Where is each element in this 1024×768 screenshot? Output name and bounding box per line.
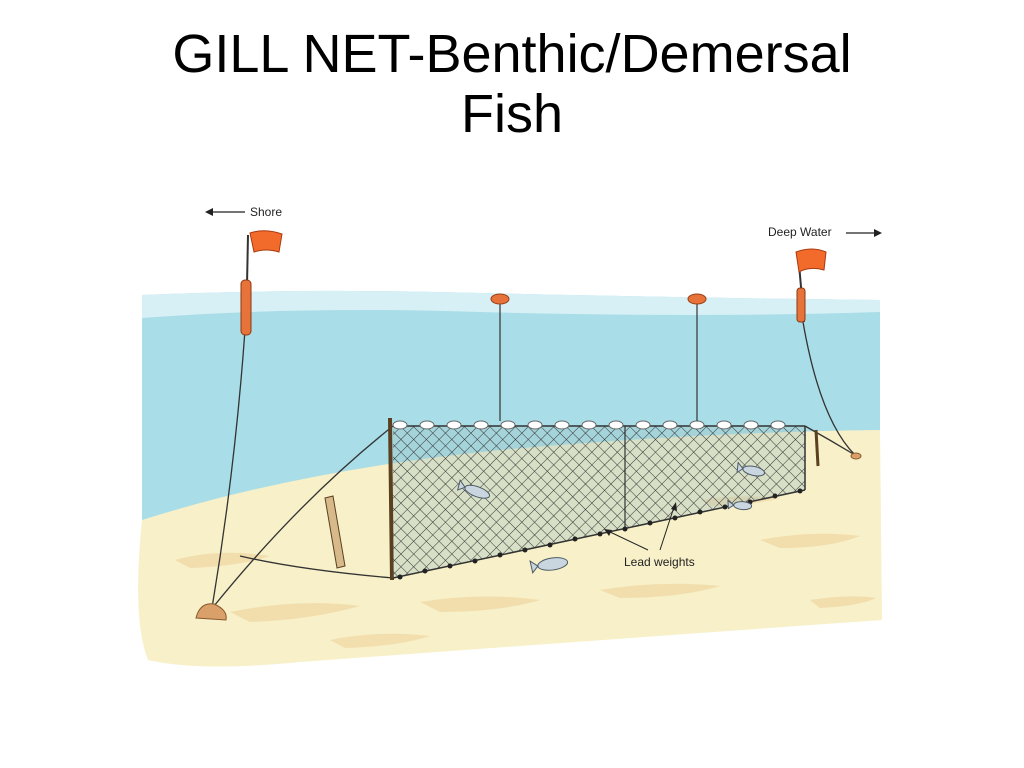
fish-icon [529, 557, 569, 575]
lead-weights-label-group: Lead weights [604, 502, 695, 569]
arrow-left-icon [205, 208, 213, 216]
lead-weights [397, 488, 803, 580]
surface-buoy [687, 293, 707, 305]
anchor-stone-icon [850, 452, 862, 460]
left-bridle-line [213, 425, 394, 607]
left-anchor-line [211, 329, 246, 609]
right-anchor-line [802, 321, 856, 456]
right-bridle-line [804, 425, 856, 456]
net-right-pole [814, 429, 820, 467]
fish-icon [456, 479, 491, 499]
shore-label-group: Shore [205, 205, 282, 219]
right-flag-marker [795, 248, 827, 323]
lead-weights-label: Lead weights [624, 555, 695, 569]
slide-title: GILL NET-Benthic/Demersal Fish [0, 24, 1024, 144]
anchor-stone-icon [195, 603, 227, 621]
surface-buoy [490, 293, 510, 305]
left-lower-bridle [239, 555, 394, 579]
fish-icon [736, 461, 766, 477]
flag-icon [249, 230, 283, 253]
fish-icon [727, 499, 753, 511]
deep-water-label: Deep Water [768, 225, 832, 239]
net-left-pole [388, 417, 394, 581]
arrow-right-icon [874, 229, 882, 237]
title-line-2: Fish [460, 84, 563, 144]
float-line [392, 420, 786, 430]
title-line-1: GILL NET-Benthic/Demersal [172, 24, 852, 84]
deep-water-label-group: Deep Water [768, 225, 882, 239]
shore-label: Shore [250, 205, 282, 219]
flag-icon [795, 248, 827, 273]
left-flag-marker [240, 230, 283, 336]
left-stake [324, 495, 346, 569]
